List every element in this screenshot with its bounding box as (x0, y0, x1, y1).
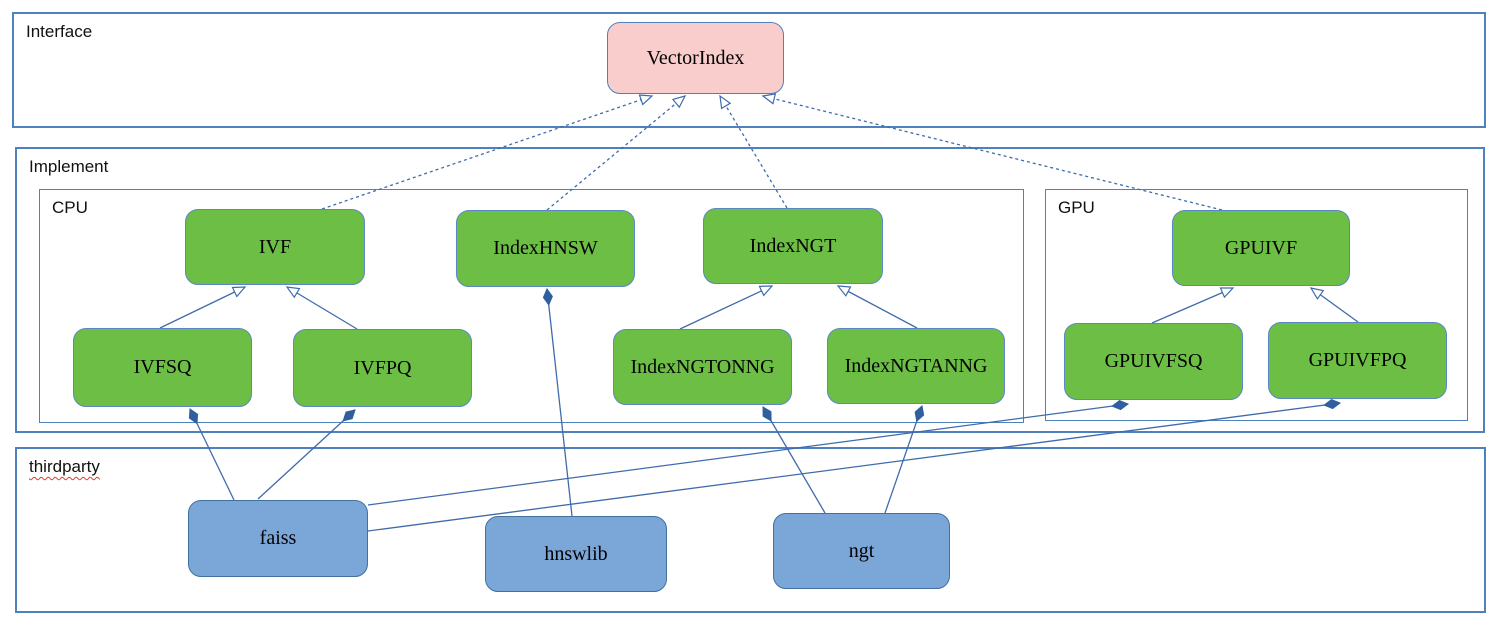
node-label-indexhnsw: IndexHNSW (493, 237, 598, 259)
container-gpu[interactable]: GPU (1045, 189, 1468, 421)
edge-realization-indexhnsw-vectorindex (546, 95, 687, 211)
node-label-indexngtanng: IndexNGTANNG (844, 354, 988, 377)
edge-composition-faiss-gpuivfsq (367, 400, 1130, 506)
edge-generalization-ivfsq-ivf (159, 286, 247, 329)
edge-generalization-gpuivfsq-gpuivf (1151, 287, 1235, 324)
container-label-cpu: CPU (52, 198, 88, 217)
node-hnswlib[interactable]: hnswlib (485, 516, 667, 592)
edge-generalization-ivfpq-ivf (285, 286, 358, 330)
edge-realization-ivf-vectorindex (321, 94, 654, 210)
node-label-hnswlib: hnswlib (544, 542, 608, 565)
node-label-ivf: IVF (258, 235, 292, 258)
node-label-ivfpq: IVFPQ (353, 356, 412, 379)
edge-composition-hnswlib-indexhnsw (542, 287, 573, 517)
node-ngt[interactable]: ngt (773, 513, 950, 589)
container-label-thirdparty: thirdparty (29, 457, 100, 476)
node-label-indexngtonng: IndexNGTONNG (630, 355, 775, 378)
edge-realization-indexngt-vectorindex (719, 94, 788, 209)
node-label-indexngt: IndexNGT (749, 234, 837, 257)
node-label-gpuivfsq: GPUIVFSQ (1104, 350, 1203, 372)
container-thirdparty[interactable]: thirdparty (15, 447, 1486, 613)
node-indexngt[interactable]: IndexNGT (703, 208, 883, 284)
container-interface[interactable]: Interface (12, 12, 1486, 128)
node-indexngtanng[interactable]: IndexNGTANNG (827, 328, 1005, 404)
node-label-gpuivfpq: GPUIVFPQ (1308, 349, 1407, 371)
node-ivfpq[interactable]: IVFPQ (293, 329, 472, 407)
container-cpu[interactable]: CPU (39, 189, 1024, 423)
node-ivfsq[interactable]: IVFSQ (73, 328, 252, 407)
node-vectorindex[interactable]: VectorIndex (607, 22, 784, 94)
node-faiss[interactable]: faiss (188, 500, 368, 577)
container-label-interface: Interface (26, 22, 93, 41)
node-label-ivfsq: IVFSQ (133, 356, 192, 378)
node-gpuivf[interactable]: GPUIVF (1172, 210, 1350, 286)
node-ivf[interactable]: IVF (185, 209, 365, 285)
node-label-ngt: ngt (848, 539, 875, 562)
node-label-faiss: faiss (259, 527, 297, 549)
edge-composition-faiss-ivfpq (257, 409, 356, 500)
edge-composition-ngt-indexngtanng (884, 405, 925, 514)
edge-composition-faiss-gpuivfpq (367, 399, 1342, 532)
node-indexngtonng[interactable]: IndexNGTONNG (613, 329, 792, 405)
edge-generalization-gpuivfpq-gpuivf (1309, 287, 1359, 323)
container-implement[interactable]: Implement (15, 147, 1485, 433)
node-indexhnsw[interactable]: IndexHNSW (456, 210, 635, 287)
container-label-implement: Implement (29, 157, 109, 176)
edge-composition-faiss-ivfsq (188, 408, 235, 501)
edge-composition-ngt-indexngtonng (762, 406, 826, 514)
edge-generalization-indexngtanng-indexngt (836, 285, 918, 329)
node-label-vectorindex: VectorIndex (646, 46, 745, 69)
node-label-gpuivf: GPUIVF (1224, 236, 1298, 259)
node-gpuivfpq[interactable]: GPUIVFPQ (1268, 322, 1447, 399)
container-label-gpu: GPU (1058, 198, 1095, 217)
edge-realization-gpuivf-vectorindex (761, 93, 1223, 211)
edge-generalization-indexngtonng-indexngt (679, 285, 774, 330)
node-gpuivfsq[interactable]: GPUIVFSQ (1064, 323, 1243, 400)
